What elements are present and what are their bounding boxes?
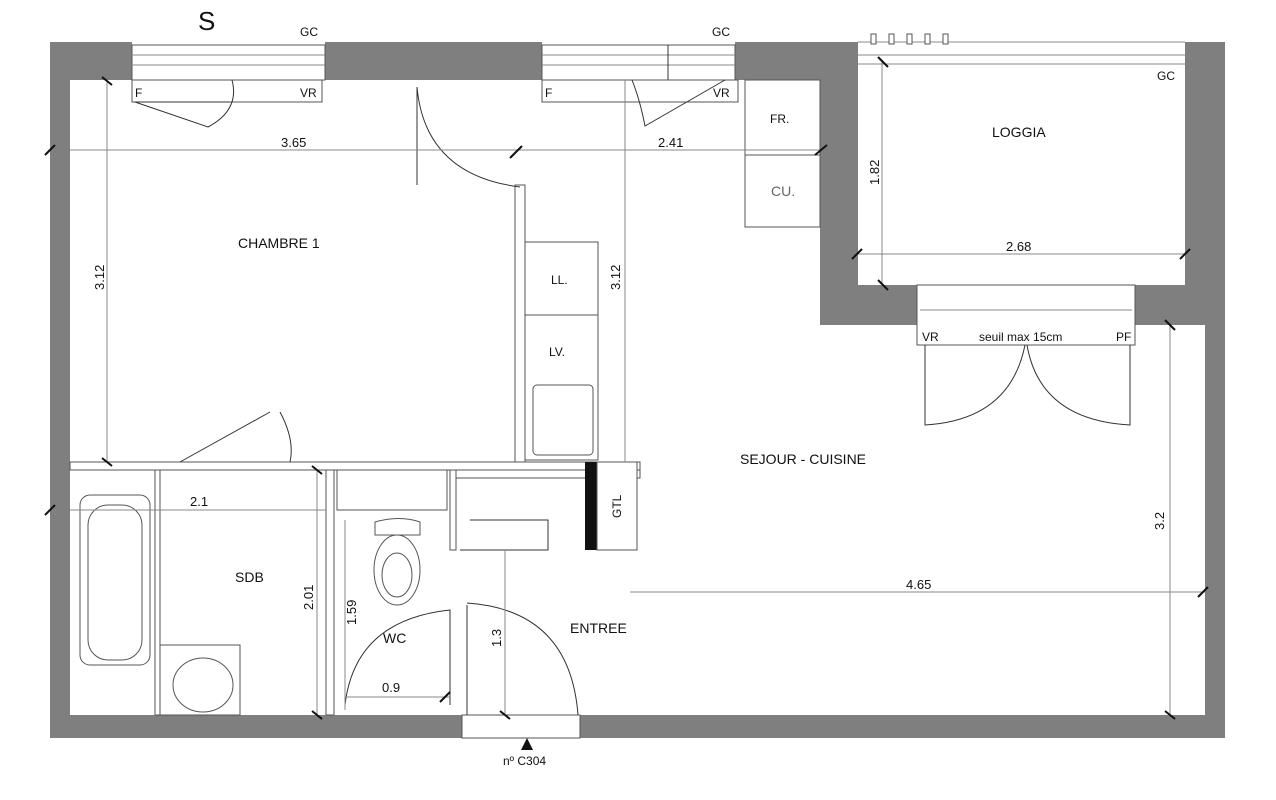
threshold-note: seuil max 15cm [979,330,1062,344]
room-loggia: LOGGIA [992,124,1046,140]
label-vr: VR [300,86,317,100]
fixture-cooker: CU. [771,183,795,199]
dimension-lines [44,56,1209,720]
dim-kitchen-height: 3.12 [608,265,623,290]
room-entree: ENTREE [570,620,627,636]
fixture-gtl: GTL [610,494,624,518]
chambre-door[interactable] [416,86,521,188]
room-chambre: CHAMBRE 1 [238,235,320,251]
fixture-fridge: FR. [770,112,789,126]
label-vr: VR [922,330,939,344]
toilet [336,469,448,606]
room-sejour: SEJOUR - CUISINE [740,451,866,467]
label-f: F [545,86,552,100]
room-sdb: SDB [235,569,264,585]
loggia-railing [858,33,1185,65]
label-gc: GC [300,25,318,39]
wc-door[interactable] [344,609,451,706]
dim-sejour-width: 4.65 [906,577,931,592]
dim-sdb-width: 2.1 [190,494,208,509]
label-f: F [135,86,142,100]
washbasin [159,644,241,716]
dim-sdb-height: 2.01 [301,585,316,610]
dim-chambre-height: 3.12 [92,265,107,290]
exterior-walls [50,42,1225,738]
dim-entree-height: 1.3 [489,629,504,647]
orientation-mark: S [198,6,215,36]
entrance-reference: nº C304 [503,754,546,768]
bathtub [79,494,151,666]
loggia-door[interactable] [916,284,1136,426]
entrance-door[interactable] [461,602,581,750]
label-gc: GC [712,25,730,39]
window-chambre[interactable] [131,44,326,128]
label-vr: VR [713,86,730,100]
fixture-sink: LV. [549,345,565,359]
label-gc: GC [1157,69,1175,83]
dim-loggia-depth: 1.82 [867,160,882,185]
dim-wc-height: 1.59 [344,600,359,625]
interior-walls [69,79,821,716]
dim-sejour-height: 3.2 [1152,512,1167,530]
fixture-washing-machine: LL. [551,273,568,287]
dim-kitchen-width: 2.41 [658,135,683,150]
dim-chambre-width: 3.65 [281,135,306,150]
window-kitchen[interactable] [541,44,739,127]
room-wc: WC [383,630,406,646]
dim-wc-width: 0.9 [382,680,400,695]
dim-loggia-width: 2.68 [1006,239,1031,254]
label-pf: PF [1116,330,1131,344]
